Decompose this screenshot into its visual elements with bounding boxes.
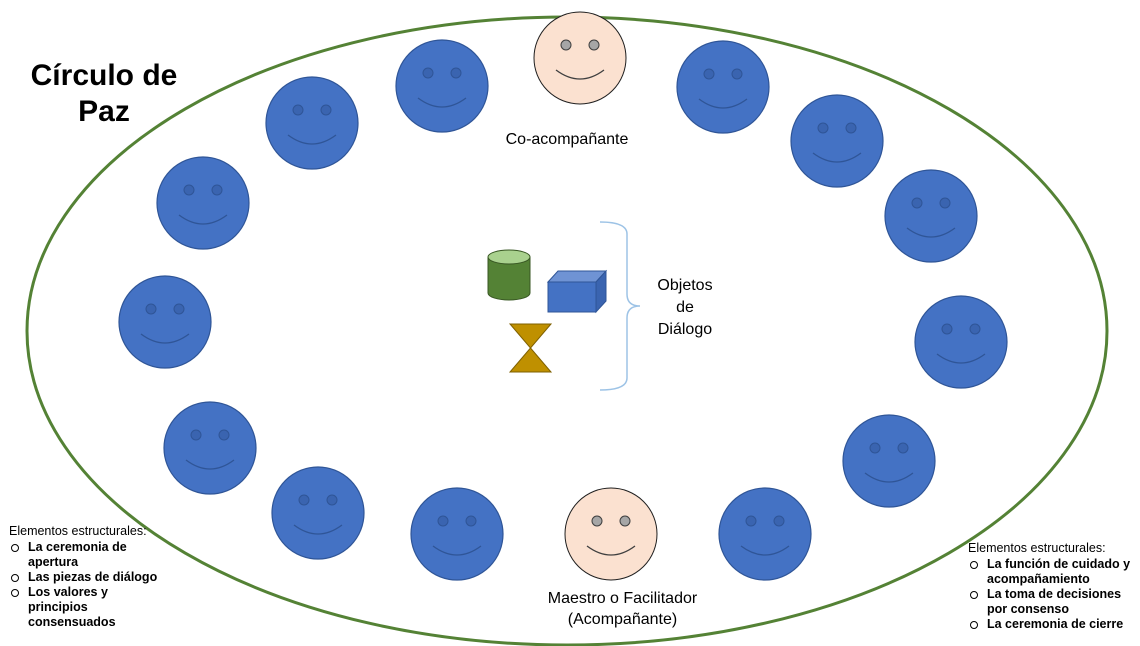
participant-smiley-icon	[884, 169, 978, 263]
participant-smiley-icon	[842, 414, 936, 508]
participant-smiley-icon	[118, 275, 212, 369]
participant-smiley-icon	[156, 156, 250, 250]
participant-smiley-icon	[271, 466, 365, 560]
participant-smiley-icon	[676, 40, 770, 134]
participant-smiley-icon	[265, 76, 359, 170]
co-facilitator-label: Co-acompañante	[505, 131, 629, 148]
facilitator-smiley-icon	[564, 487, 658, 581]
participant-smiley-icon	[395, 39, 489, 133]
participant-smiley-icon	[410, 487, 504, 581]
page-title: Círculo de Paz	[30, 59, 178, 128]
list-item: La ceremonia de apertura	[9, 540, 153, 570]
participant-smiley-icon	[163, 401, 257, 495]
facilitator-smiley-icon	[533, 11, 627, 105]
list-item: La toma de decisiones por consenso	[968, 587, 1137, 617]
hourglass-object	[508, 323, 553, 373]
list-item: La función de cuidado y acompañamiento	[968, 557, 1137, 587]
left-structural-heading: Elementos estructurales:	[9, 524, 147, 538]
right-structural-heading: Elementos estructurales:	[968, 541, 1106, 555]
left-structural-elements: Elementos estructurales: La ceremonia de…	[9, 524, 179, 630]
box-object	[546, 269, 608, 314]
participants-group	[118, 11, 1008, 581]
objects-bracket	[599, 221, 641, 391]
list-item: Los valores y principios consensuados	[9, 585, 138, 630]
list-item: La ceremonia de cierre	[968, 617, 1140, 632]
facilitator-label: Maestro o Facilitador (Acompañante)	[547, 590, 698, 628]
right-structural-elements: Elementos estructurales: La función de c…	[968, 541, 1140, 632]
cylinder-object	[487, 249, 531, 301]
dialogue-objects-label: Objetos de Diálogo	[657, 277, 713, 338]
participant-smiley-icon	[914, 295, 1008, 389]
participant-smiley-icon	[790, 94, 884, 188]
participant-smiley-icon	[718, 487, 812, 581]
list-item: Las piezas de diálogo	[9, 570, 179, 585]
